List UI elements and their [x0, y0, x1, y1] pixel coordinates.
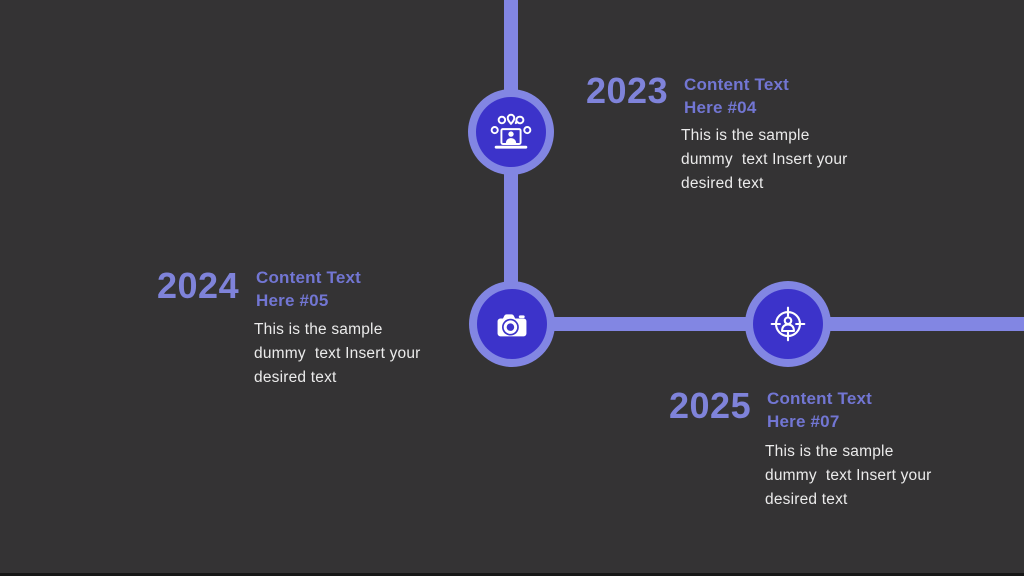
- content-body-2023: This is the sample dummy text Insert you…: [681, 124, 848, 196]
- timeline-node-2025-inner: [753, 289, 823, 359]
- timeline-node-2025: [745, 281, 831, 367]
- content-body-2025: This is the sample dummy text Insert you…: [765, 440, 932, 512]
- year-label-2023: 2023: [586, 70, 669, 111]
- timeline-node-2024-inner: [477, 289, 547, 359]
- year-label-2025: 2025: [669, 385, 752, 426]
- content-heading-2024: Content Text Here #05: [256, 266, 361, 312]
- body-line: dummy text Insert your: [681, 151, 848, 168]
- heading-line: Here #05: [256, 291, 329, 310]
- timeline-node-2023: [468, 89, 554, 175]
- body-line: This is the sample: [681, 127, 810, 144]
- year-label-2024: 2024: [157, 265, 240, 306]
- body-line: This is the sample: [765, 443, 894, 460]
- body-line: desired text: [681, 175, 764, 192]
- body-line: desired text: [765, 491, 848, 508]
- heading-line: Content Text: [767, 389, 873, 408]
- bottom-edge-bar: [0, 573, 1024, 576]
- content-body-2024: This is the sample dummy text Insert you…: [254, 318, 421, 390]
- body-line: desired text: [254, 369, 337, 386]
- body-line: This is the sample: [254, 321, 383, 338]
- heading-line: Content Text: [256, 268, 362, 287]
- content-heading-2023: Content Text Here #04: [684, 73, 789, 119]
- camera-icon: [497, 314, 527, 337]
- webinar-icon: [490, 113, 532, 149]
- timeline-node-2023-inner: [476, 97, 546, 167]
- content-heading-2025: Content Text Here #07: [767, 387, 872, 433]
- heading-line: Content Text: [684, 75, 790, 94]
- body-line: dummy text Insert your: [765, 467, 932, 484]
- heading-line: Here #07: [767, 412, 840, 431]
- timeline-node-2024: [469, 281, 555, 367]
- heading-line: Here #04: [684, 98, 757, 117]
- body-line: dummy text Insert your: [254, 345, 421, 362]
- target-audience-icon: [770, 306, 806, 342]
